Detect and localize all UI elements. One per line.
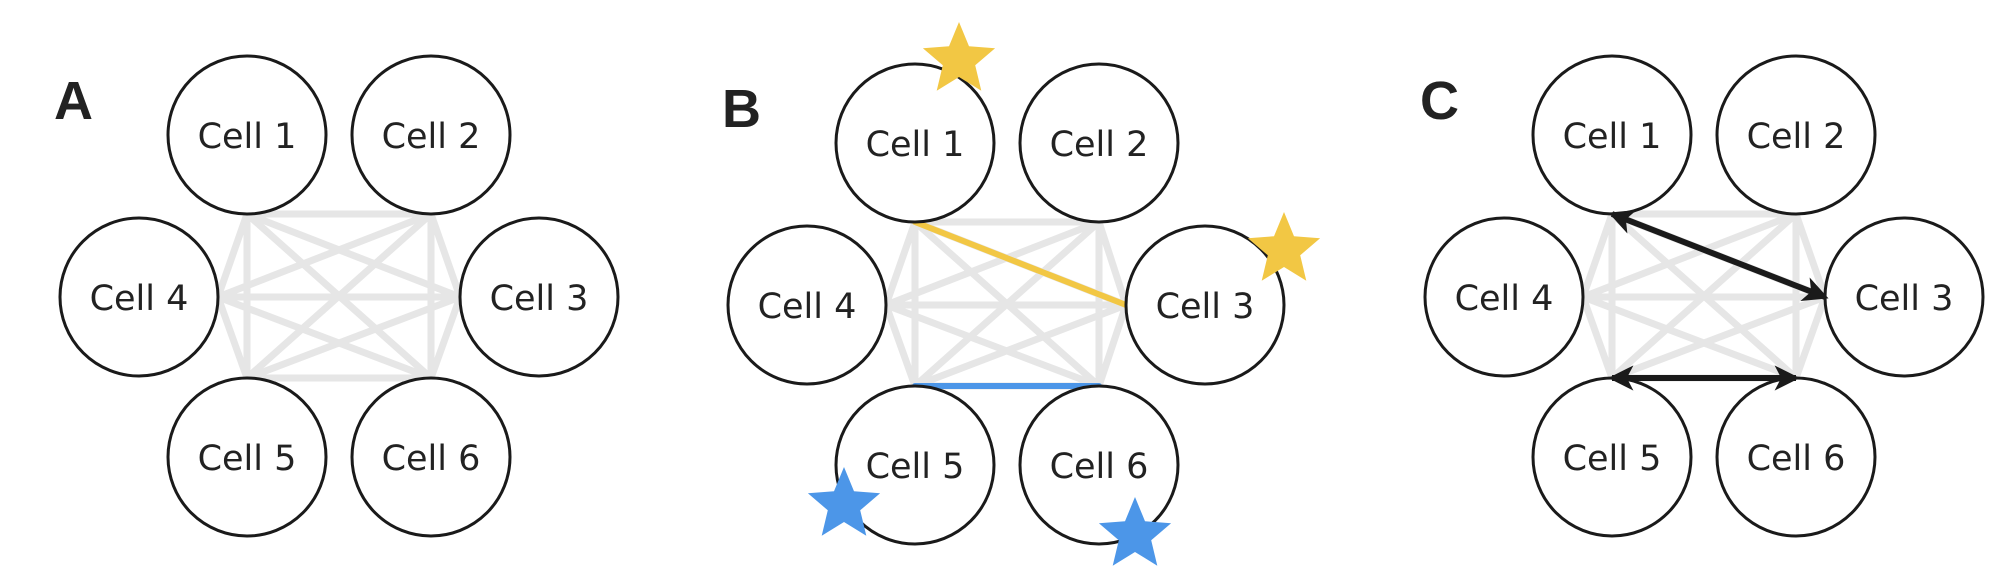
cell-4-circle xyxy=(1423,216,1585,378)
cell-3-label: Cell 3 xyxy=(1855,279,1954,319)
edge-4-6 xyxy=(882,301,1103,390)
cell-1-label: Cell 1 xyxy=(866,125,965,165)
panel-b: B Cell 1 Cell 2 Cell 3 Cell 4 Cell 5 Cel… xyxy=(722,22,1321,566)
edge-3-5 xyxy=(243,293,464,382)
edge-2-3 xyxy=(427,210,464,301)
star-icon-cell-5 xyxy=(807,467,881,536)
edge-3-6 xyxy=(1095,301,1130,390)
cell-3-label: Cell 3 xyxy=(490,279,589,319)
cell-1: Cell 1 xyxy=(166,54,328,216)
edge-2-4 xyxy=(214,210,435,301)
cell-5: Cell 5 xyxy=(834,384,996,546)
cell-6-label: Cell 6 xyxy=(382,439,481,479)
panel-label-b: B xyxy=(722,79,761,139)
cell-5: Cell 5 xyxy=(1531,376,1693,538)
panel-c: C Cell 1 Cell 2 Cell 3 Cell 4 Cell 5 Cel… xyxy=(1420,54,1985,538)
cell-3: Cell 3 xyxy=(458,216,620,378)
cell-3: Cell 3 xyxy=(1823,216,1985,378)
edge-1-4 xyxy=(214,210,251,301)
cell-5: Cell 5 xyxy=(166,376,328,538)
cell-6-label: Cell 6 xyxy=(1747,439,1846,479)
cell-5-circle xyxy=(166,376,328,538)
edge-1-4 xyxy=(1579,210,1616,301)
cell-6: Cell 6 xyxy=(1018,384,1180,546)
edge-4-6 xyxy=(1579,293,1800,382)
panel-a-edges xyxy=(214,210,464,382)
cell-4-label: Cell 4 xyxy=(90,279,189,319)
cell-2-label: Cell 2 xyxy=(1747,117,1846,157)
edge-1-3 xyxy=(243,210,464,301)
panel-a: A Cell 1 Cell 2 Cell 3 Cell 4 Cell 5 Cel… xyxy=(54,54,620,538)
edge-4-5 xyxy=(214,293,251,382)
panel-c-edges xyxy=(1579,210,1829,382)
panel-c-overlay xyxy=(1608,210,1829,391)
cell-5-label: Cell 5 xyxy=(1563,439,1662,479)
cell-1: Cell 1 xyxy=(1531,54,1693,216)
cell-2-label: Cell 2 xyxy=(382,117,481,157)
cell-3-circle xyxy=(1124,224,1286,386)
arrow-1-3 xyxy=(1608,210,1829,301)
cell-6-circle xyxy=(350,376,512,538)
cell-1: Cell 1 xyxy=(834,62,996,224)
edge-3-5 xyxy=(1608,293,1829,382)
star-icon-cell-6 xyxy=(1098,497,1172,566)
edge-3-6 xyxy=(1792,293,1829,382)
edge-3-5 xyxy=(911,301,1130,390)
panel-b-cells: Cell 1 Cell 2 Cell 3 Cell 4 Cell 5 Cell … xyxy=(726,62,1286,546)
cell-6-label: Cell 6 xyxy=(1050,447,1149,487)
cell-4: Cell 4 xyxy=(726,224,888,386)
cell-4-circle xyxy=(58,216,220,378)
cell-2: Cell 2 xyxy=(1018,62,1180,224)
cell-2-circle xyxy=(1018,62,1180,224)
cell-4: Cell 4 xyxy=(58,216,220,378)
panel-label-c: C xyxy=(1420,71,1459,131)
star-icon-cell-1 xyxy=(922,22,996,91)
cell-4-circle xyxy=(726,224,888,386)
cell-5-label: Cell 5 xyxy=(866,447,965,487)
cell-3-circle xyxy=(458,216,620,378)
edge-4-5 xyxy=(1579,293,1616,382)
panel-label-a: A xyxy=(54,71,93,131)
cell-1-circle xyxy=(834,62,996,224)
panel-b-edges xyxy=(882,218,1130,390)
edge-4-5 xyxy=(882,301,919,390)
cell-6: Cell 6 xyxy=(350,376,512,538)
edge-2-3 xyxy=(1095,218,1130,309)
highlight-edge-1-3 xyxy=(912,219,1129,308)
panel-c-cells: Cell 1 Cell 2 Cell 3 Cell 4 Cell 5 Cell … xyxy=(1423,54,1985,538)
cell-6-circle xyxy=(1018,384,1180,546)
star-icon-cell-3 xyxy=(1247,212,1321,281)
edge-1-4 xyxy=(882,218,919,309)
cell-4-label: Cell 4 xyxy=(1455,279,1554,319)
cell-6: Cell 6 xyxy=(1715,376,1877,538)
edge-3-6 xyxy=(427,293,464,382)
cell-2: Cell 2 xyxy=(350,54,512,216)
cell-4: Cell 4 xyxy=(1423,216,1585,378)
cell-5-label: Cell 5 xyxy=(198,439,297,479)
cell-3: Cell 3 xyxy=(1124,224,1286,386)
panel-b-overlay xyxy=(807,22,1321,566)
cell-2-circle xyxy=(350,54,512,216)
cell-5-circle xyxy=(834,384,996,546)
cell-3-label: Cell 3 xyxy=(1156,287,1255,327)
cell-1-label: Cell 1 xyxy=(1563,117,1662,157)
cell-2: Cell 2 xyxy=(1715,54,1877,216)
panel-a-cells: Cell 1 Cell 2 Cell 3 Cell 4 Cell 5 Cell … xyxy=(58,54,620,538)
panel-b-highlights xyxy=(912,219,1129,389)
cell-1-circle xyxy=(166,54,328,216)
edge-4-6 xyxy=(214,293,435,382)
cell-2-label: Cell 2 xyxy=(1050,125,1149,165)
cell-4-label: Cell 4 xyxy=(758,287,857,327)
cell-1-label: Cell 1 xyxy=(198,117,297,157)
edge-2-4 xyxy=(882,218,1103,309)
